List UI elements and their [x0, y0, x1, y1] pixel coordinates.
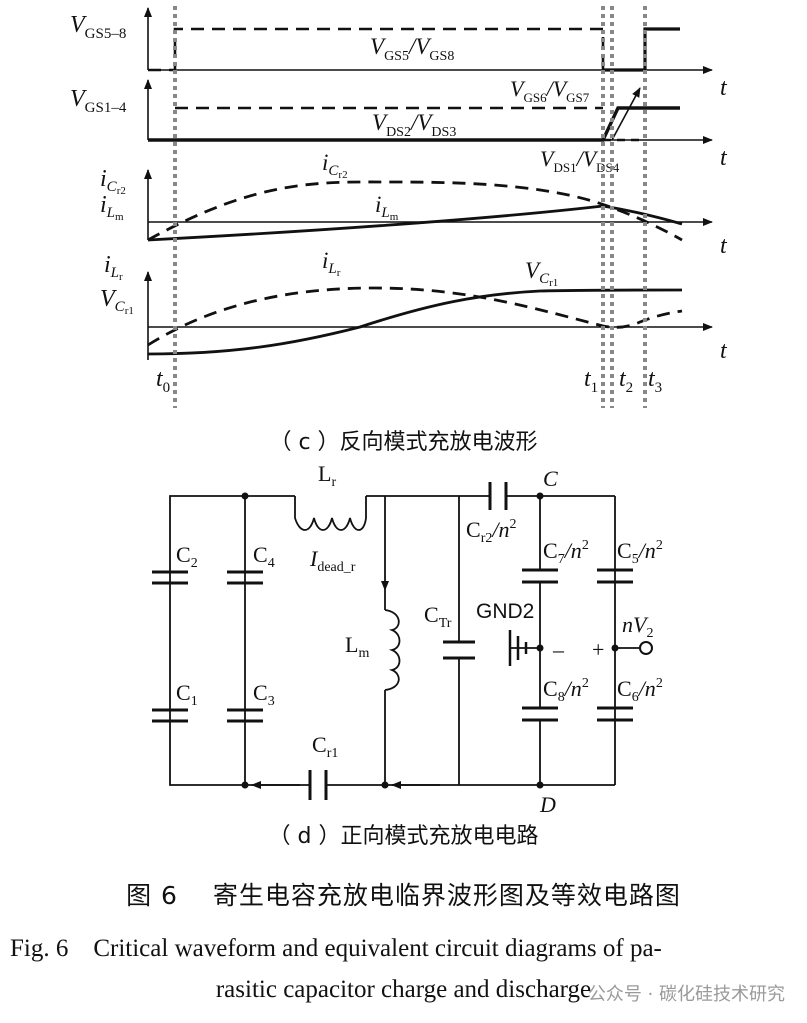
dot: [241, 492, 249, 500]
inductor-lm: [384, 609, 401, 691]
label-vds14: VDS1/VDS4: [540, 146, 620, 175]
subcaption-d: （ d ）正向模式充放电电路: [268, 824, 539, 849]
waveform-panel: VGS5–8 t VGS5/VGS8 VGS1–4 t VGS6/VGS7: [70, 6, 728, 408]
time-markers: [173, 6, 647, 408]
row-ilr-vcr1: iLr VCr1 t iLr VCr1: [100, 248, 728, 364]
ilr-curve: [147, 286, 683, 347]
label-icr2: iCr2: [322, 150, 348, 181]
ilm-curve: [147, 204, 683, 242]
node-d: D: [539, 792, 556, 817]
label-ilm: iLm: [375, 192, 399, 223]
circuit-panel: [152, 482, 653, 800]
dot: [536, 644, 544, 652]
label-idead: Idead_r: [309, 546, 356, 575]
dot: [536, 492, 544, 500]
row-icr2-ilm: iCr2 iLm t iCr2 iLm: [100, 150, 728, 259]
vgs58-dashed: [148, 27, 605, 72]
label-cr1: Cr1: [312, 732, 338, 761]
label-vgs67: VGS6/VGS7: [510, 76, 590, 105]
dot: [536, 781, 544, 789]
row-vgs14: VGS1–4 t VGS6/VGS7 VDS2/VDS3 VDS1/VDS4: [70, 76, 728, 175]
dot: [241, 781, 249, 789]
figure-canvas: VGS5–8 t VGS5/VGS8 VGS1–4 t VGS6/VGS7: [70, 6, 728, 817]
label-plus: +: [592, 637, 604, 662]
t-label: t: [720, 233, 728, 259]
row-label-vgs14: VGS1–4: [70, 86, 127, 116]
label-lm: Lm: [345, 632, 369, 661]
label-vds23: VDS2/VDS3: [372, 110, 456, 140]
tick-t1: t1: [584, 366, 598, 396]
label-c5: C5/n2: [617, 538, 663, 567]
label-c4: C4: [253, 542, 275, 571]
wire-left-frame: [169, 495, 245, 786]
tick-t2: t2: [619, 366, 633, 396]
node-c: C: [543, 466, 558, 491]
tick-t0: t0: [156, 366, 170, 396]
figure-caption-en-line2: rasitic capacitor charge and discharge: [215, 976, 592, 1003]
terminal-nv2: [639, 641, 653, 655]
vgs67-arrow: [611, 87, 641, 141]
label-vcr1: VCr1: [525, 258, 558, 289]
row-label-ilm: iLm: [100, 192, 124, 223]
t-label: t: [720, 338, 728, 364]
dot: [611, 644, 619, 652]
row-vgs58: VGS5–8 t VGS5/VGS8: [70, 7, 728, 101]
label-c8: C8/n2: [543, 676, 589, 705]
inductor-lr: [294, 496, 367, 531]
row-label-vgs58: VGS5–8: [70, 12, 126, 42]
label-ilr: iLr: [322, 248, 341, 279]
vcr1-curve: [147, 288, 683, 356]
row-label-icr2: iCr2: [100, 166, 126, 197]
figure-caption-cn: 图 6 寄生电容充放电临界波形图及等效电路图: [126, 881, 681, 910]
label-c6: C6/n2: [617, 676, 663, 705]
t-label: t: [720, 145, 728, 171]
label-gnd2: GND2: [476, 600, 534, 623]
figure-caption-en-line1: Fig. 6 Critical waveform and equivalent …: [10, 935, 662, 962]
row-label-ilr: iLr: [104, 252, 123, 283]
label-cr2: Cr2/n2: [466, 517, 516, 546]
label-vgs58: VGS5/VGS8: [370, 34, 454, 64]
label-c7: C7/n2: [543, 538, 589, 567]
t-label: t: [720, 75, 728, 101]
watermark: 公众号 · 碳化硅技术研究: [587, 984, 785, 1005]
label-ctr: CTr: [424, 602, 452, 631]
circuit-labels: Lr Idead_r Lm CTr Cr1 Cr2/n2 C2 C1 C4 C3…: [176, 461, 663, 817]
subcaption-c: （ c ）反向模式充放电波形: [269, 430, 538, 455]
row-label-vcr1: VCr1: [100, 286, 134, 317]
icr2-curve: [147, 180, 683, 242]
vgs67-solid: [603, 27, 680, 72]
tick-t3: t3: [648, 366, 662, 396]
label-c3: C3: [253, 680, 275, 709]
label-nv2: nV2: [622, 612, 653, 641]
junctions: [241, 492, 619, 789]
label-c1: C1: [176, 680, 198, 709]
label-c2: C2: [176, 542, 198, 571]
dot: [381, 781, 389, 789]
label-lr: Lr: [318, 461, 336, 490]
label-minus: –: [552, 637, 565, 662]
